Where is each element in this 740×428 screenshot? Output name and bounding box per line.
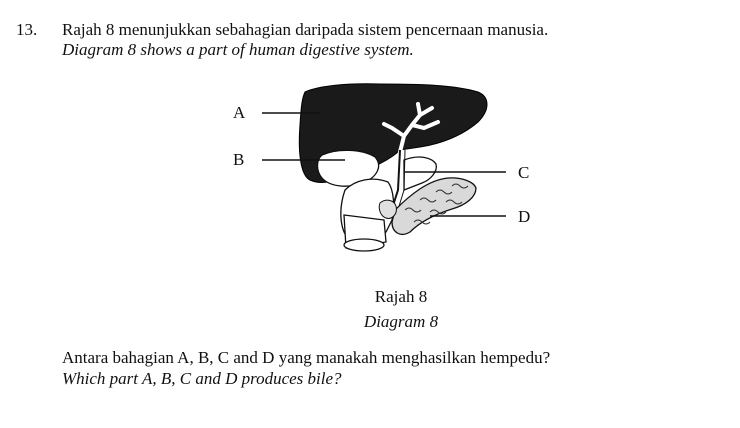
question-prompt-malay: Antara bahagian A, B, C and D yang manak… [62,348,551,367]
pancreas-shape [391,177,477,236]
duodenum-shape [403,156,437,191]
bile-duct-branches [382,102,440,154]
label-b: B [233,150,244,169]
label-d: D [518,207,530,226]
pancreas-texture [404,183,469,225]
figure-caption-english: Diagram 8 [363,312,439,331]
question-number: 13. [16,20,38,39]
figure-caption-malay: Rajah 8 [374,287,428,306]
label-c: C [518,163,529,182]
question-prompt-english: Which part A, B, C and D produces bile? [62,369,342,388]
question-stem-english: Diagram 8 shows a part of human digestiv… [62,40,414,59]
label-a: A [233,103,246,122]
question-stem-malay: Rajah 8 menunjukkan sebahagian daripada … [62,20,549,39]
intestine-opening [343,238,385,252]
